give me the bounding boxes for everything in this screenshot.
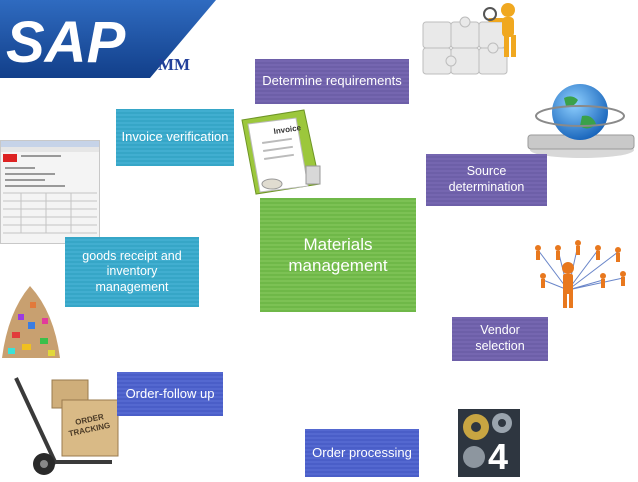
step-determine-requirements: Determine requirements xyxy=(255,59,409,104)
step-vendor-selection: Vendor selection xyxy=(452,317,548,361)
svg-text:Invoice: Invoice xyxy=(273,123,302,136)
step-goods-receipt-label: goods receipt and inventory management xyxy=(82,248,182,294)
step-source-determination: Source determination xyxy=(426,154,547,206)
sap-logo: SAP MM xyxy=(0,0,216,78)
puzzle-person-icon xyxy=(418,0,533,92)
hand-truck-boxes-icon: ORDER TRACKING xyxy=(12,370,124,477)
sap-logo-text: SAP xyxy=(6,10,126,75)
center-materials-management: Materials management xyxy=(260,198,416,312)
step-determine-requirements-label: Determine requirements xyxy=(262,73,402,89)
goods-pile-icon xyxy=(0,282,62,360)
step-source-determination-label: Source determination xyxy=(448,164,525,194)
invoice-folder-icon: Invoice xyxy=(234,106,330,198)
step-invoice-verification: Invoice verification xyxy=(116,109,234,166)
step-order-follow-up: Order-follow up xyxy=(117,372,223,416)
step-order-processing: Order processing xyxy=(305,429,419,477)
sap-screen-thumbnail xyxy=(0,140,100,244)
step-vendor-selection-label: Vendor selection xyxy=(475,323,525,353)
gears-number-text: 4 xyxy=(488,436,508,477)
step-order-processing-label: Order processing xyxy=(312,444,412,460)
globe-keyboard-icon xyxy=(520,80,638,162)
center-label: Materials management xyxy=(288,234,388,275)
mm-logo-text: MM xyxy=(158,55,190,74)
people-network-icon xyxy=(523,230,638,318)
step-order-follow-up-label: Order-follow up xyxy=(125,385,215,401)
gears-number-icon: 4 xyxy=(458,409,520,477)
step-invoice-verification-label: Invoice verification xyxy=(121,129,229,145)
step-goods-receipt: goods receipt and inventory management xyxy=(65,237,199,307)
